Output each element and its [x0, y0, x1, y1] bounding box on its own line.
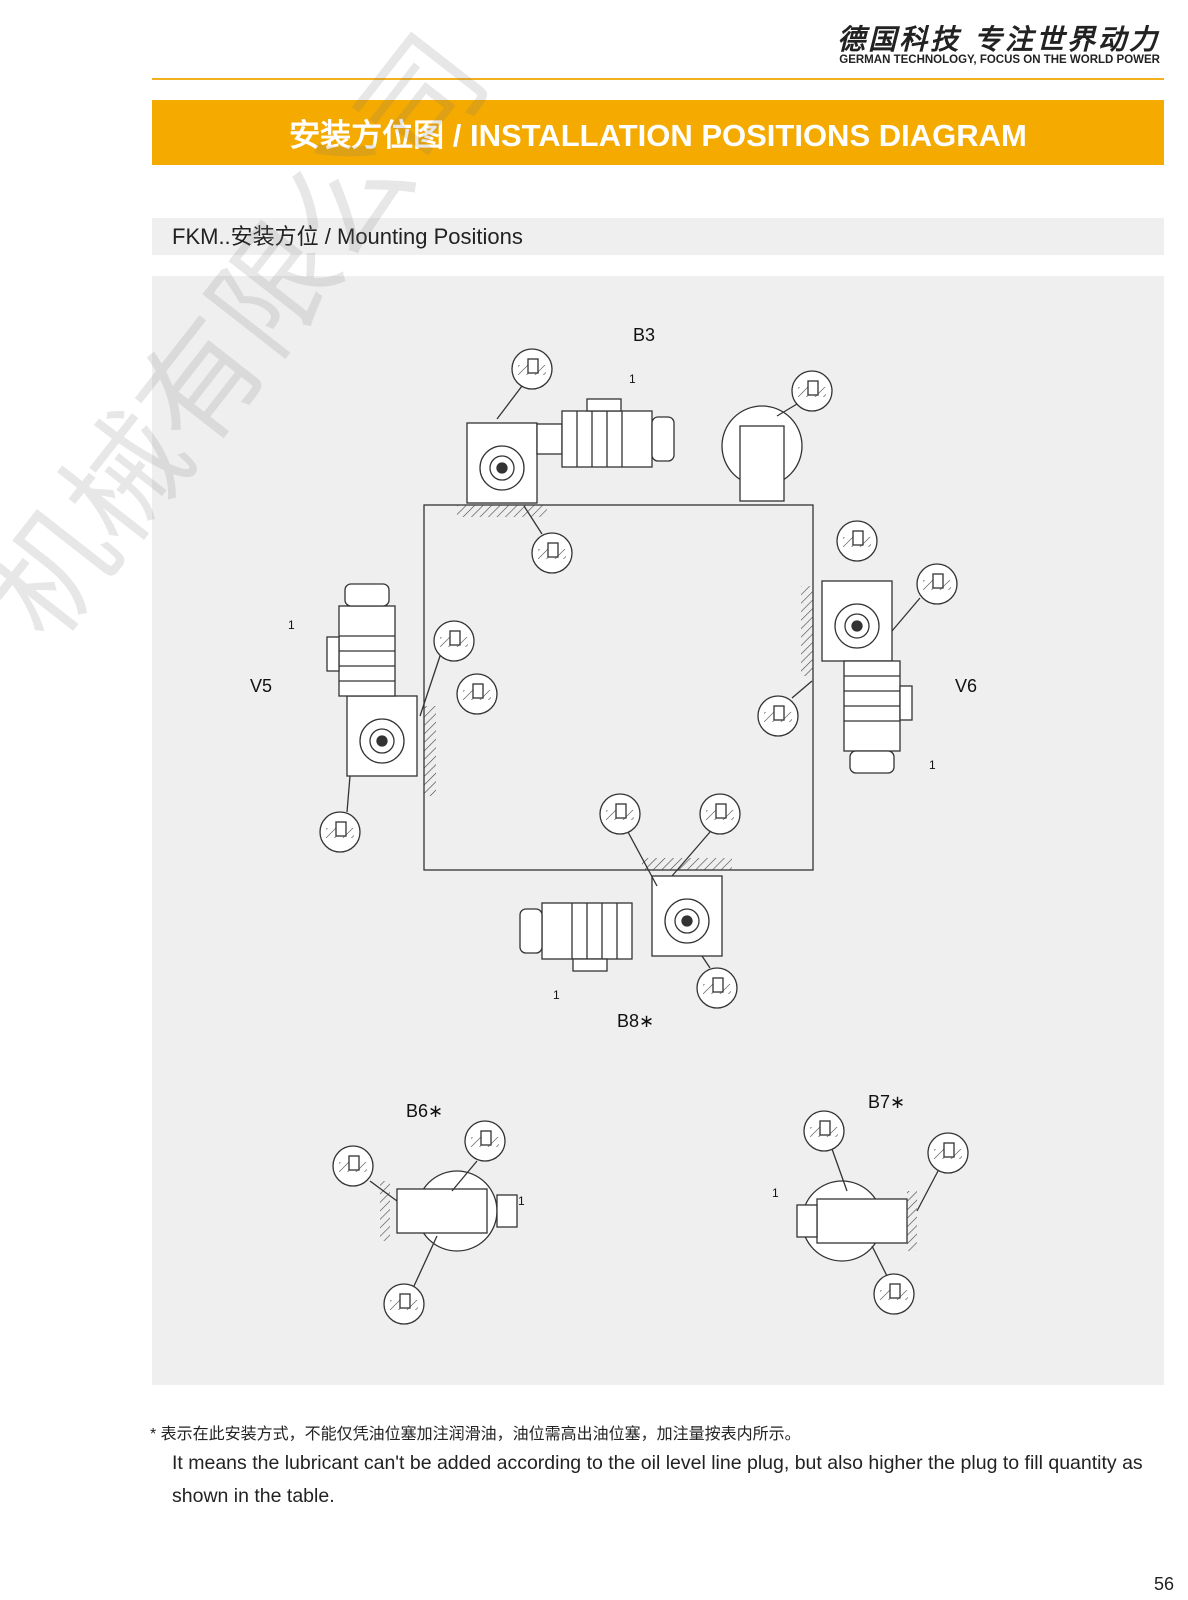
page-number: 56	[1153, 1574, 1174, 1594]
page-title: 安装方位图 / INSTALLATION POSITIONS DIAGRAM	[289, 118, 1027, 153]
footnote-english: It means the lubricant can't be added ac…	[172, 1452, 1143, 1507]
position-label-b3: B3	[633, 325, 656, 345]
mounting-surface-square	[423, 504, 814, 871]
part-number-label: 1	[629, 372, 636, 386]
position-label-b6: B6∗	[406, 1101, 444, 1121]
part-number-label: 1	[288, 618, 295, 632]
b3-gear-motor	[466, 422, 538, 504]
mounting-positions-diagram: B3 V5 V6 B8∗ B6∗ B7∗ 1 1 1 1 1 1	[152, 276, 1164, 1385]
position-label-b7: B7∗	[868, 1092, 906, 1112]
slogan-chinese: 德国科技 专注世界动力	[837, 23, 1160, 56]
page-title-banner: 安装方位图 / INSTALLATION POSITIONS DIAGRAM	[152, 100, 1164, 165]
section-title: FKM..安装方位 / Mounting Positions	[152, 218, 1164, 255]
b7-gear-motor	[796, 1180, 908, 1262]
header-rule	[152, 78, 1164, 80]
footnote-chinese: * 表示在此安装方式，不能仅凭油位塞加注润滑油，油位需高出油位塞，加注量按表内所…	[150, 1426, 801, 1443]
part-number-label: 1	[929, 758, 936, 772]
part-number-label: 1	[772, 1186, 779, 1200]
part-number-label: 1	[553, 988, 560, 1002]
position-label-b8: B8∗	[617, 1011, 655, 1031]
slogan-english: GERMAN TECHNOLOGY, FOCUS ON THE WORLD PO…	[839, 54, 1160, 66]
b6-gear-motor	[396, 1170, 518, 1252]
part-number-label: 1	[518, 1194, 525, 1208]
diagram-drawing	[319, 348, 969, 1325]
position-label-v5: V5	[250, 676, 273, 696]
position-label-v6: V6	[955, 676, 978, 696]
